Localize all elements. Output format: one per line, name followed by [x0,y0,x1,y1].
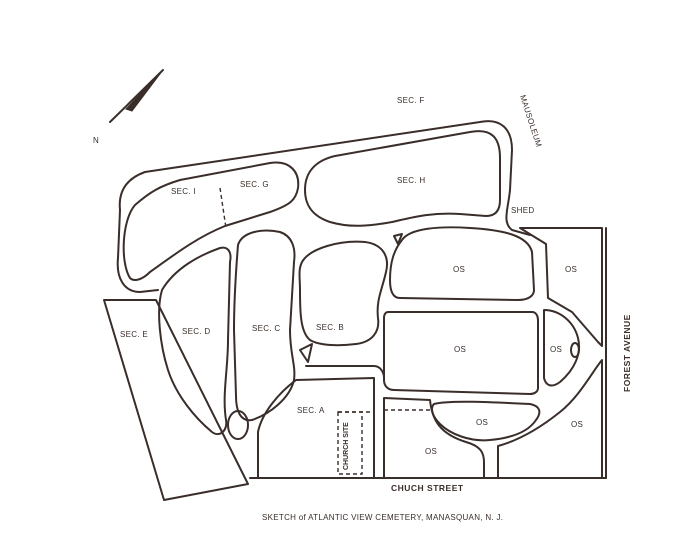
os-middle-right-block [543,309,580,387]
mausoleum-label: MAUSOLEUM [518,94,543,148]
outer-road-north [118,120,531,236]
forest-avenue-label: FOREST AVENUE [622,314,632,392]
os-label: OS [565,265,577,274]
os-top-center-block [389,226,535,301]
sec-ig-block [122,161,300,281]
north-label: N [93,136,99,145]
os-top-right-block [519,227,603,347]
os-label: OS [454,345,466,354]
chuch-street-label: CHUCH STREET [391,483,464,493]
os-label: OS [425,447,437,456]
sec-h-label: SEC. H [397,176,425,185]
small-island-north [393,233,403,245]
church-site-label: CHURCH SITE [343,422,350,470]
sec-ig-divider [219,187,227,229]
os-label: OS [453,265,465,274]
os-label: OS [571,420,583,429]
os-bottom-right-block [497,359,603,479]
shed-label: SHED [511,206,534,215]
sec-e-block [103,299,249,501]
os-label: OS [476,418,488,427]
church-site-box [337,411,363,475]
sec-b-block [298,240,388,347]
sec-d-label: SEC. D [182,327,210,336]
small-island-right [570,342,580,358]
sec-i-label: SEC. I [171,187,196,196]
small-island-mid [299,343,313,363]
road-mid [305,365,385,379]
sec-a-block [257,377,375,479]
small-oval-island [227,410,249,440]
sec-f-label: SEC. F [397,96,425,105]
os-bottom-left-block [383,397,485,479]
sec-e-label: SEC. E [120,330,148,339]
sec-c-label: SEC. C [252,324,280,333]
os-bottom-center-block [431,400,541,442]
sec-b-label: SEC. B [316,323,344,332]
os-label: OS [550,345,562,354]
sec-h-block [304,130,501,227]
sec-d-block [158,246,232,436]
sec-a-label: SEC. A [297,406,325,415]
north-arrow-icon [109,69,164,123]
road-outer-left [116,209,159,293]
sec-g-label: SEC. G [240,180,269,189]
sec-c-block [233,229,296,422]
map-caption: SKETCH of ATLANTIC VIEW CEMETERY, MANASQ… [262,513,503,522]
os-middle-block [383,311,539,395]
